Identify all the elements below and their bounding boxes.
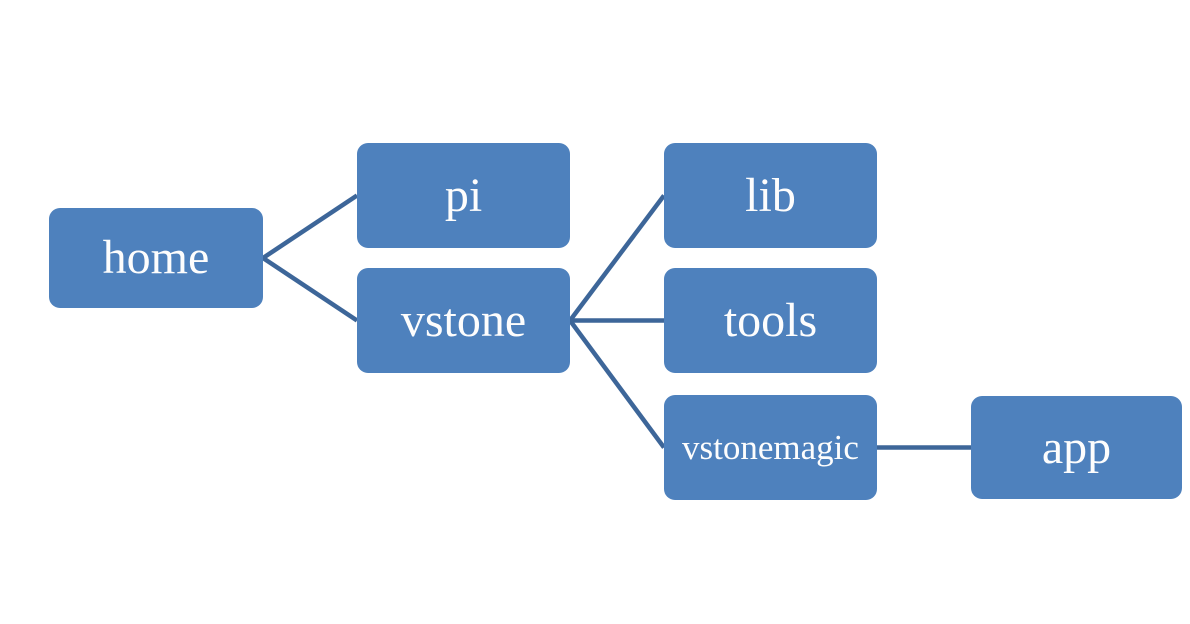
- node-tools: tools: [664, 268, 877, 373]
- edge-vstone-vstonemagic: [568, 319, 666, 449]
- node-home: home: [49, 208, 263, 308]
- node-lib-label: lib: [745, 168, 796, 222]
- node-tools-label: tools: [723, 293, 818, 347]
- edge-home-pi: [261, 193, 359, 260]
- node-vstone: vstone: [357, 268, 570, 373]
- node-vstone-label: vstone: [400, 293, 527, 347]
- node-vstonemagic-label: vstonemagic: [682, 428, 859, 467]
- edge-home-vstone: [261, 256, 359, 323]
- node-vstonemagic: vstonemagic: [664, 395, 877, 500]
- node-pi-label: pi: [444, 168, 483, 222]
- node-home-label: home: [102, 231, 210, 284]
- edge-vstone-lib: [568, 194, 666, 322]
- node-lib: lib: [664, 143, 877, 248]
- node-pi: pi: [357, 143, 570, 248]
- node-app: app: [971, 396, 1182, 499]
- node-app-label: app: [1041, 420, 1112, 474]
